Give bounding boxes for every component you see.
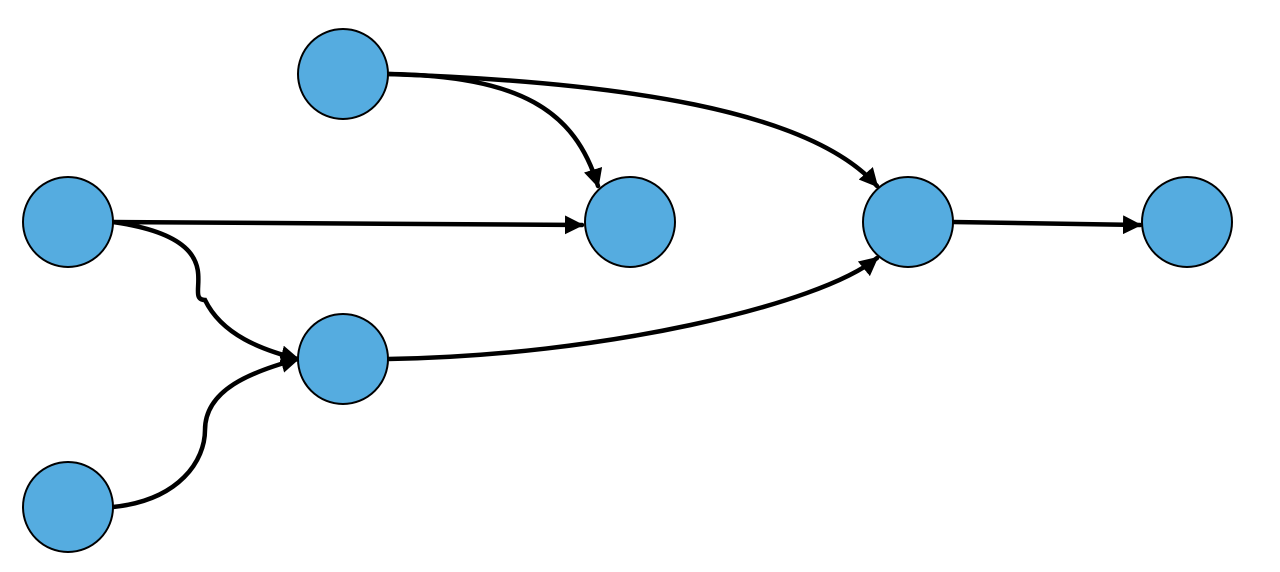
node-n5 — [297, 313, 389, 405]
edge-n3-n5 — [110, 354, 301, 510]
nodes-layer — [22, 28, 1233, 553]
node-n6 — [862, 176, 954, 268]
node-circle — [297, 313, 389, 405]
node-circle — [297, 28, 389, 120]
node-n1 — [297, 28, 389, 120]
node-circle — [22, 461, 114, 553]
edge-n1-n6 — [385, 71, 880, 189]
node-circle — [1141, 176, 1233, 268]
edge-n2-n4 — [110, 215, 585, 235]
node-n3 — [22, 461, 114, 553]
node-circle — [584, 176, 676, 268]
node-n2 — [22, 176, 114, 268]
edges-layer — [110, 71, 1143, 510]
node-n4 — [584, 176, 676, 268]
node-n7 — [1141, 176, 1233, 268]
edge-n2-n5 — [110, 219, 301, 365]
node-circle — [22, 176, 114, 268]
edge-n6-n7 — [950, 215, 1143, 235]
edge-n5-n6 — [385, 255, 880, 362]
node-circle — [862, 176, 954, 268]
edge-n1-n4 — [385, 71, 603, 189]
